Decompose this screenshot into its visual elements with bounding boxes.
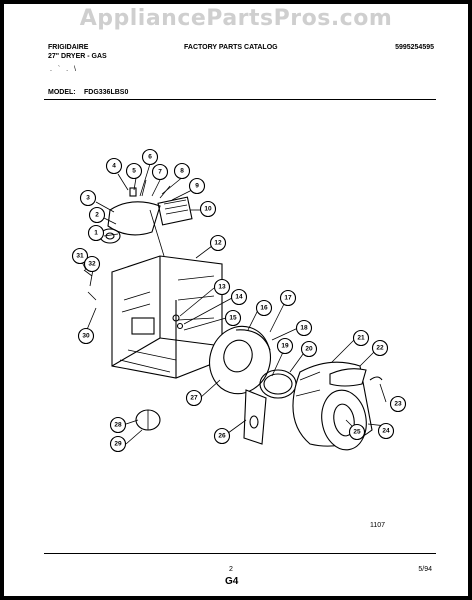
svg-text:16: 16 [260,305,268,312]
callout-14: 14 [230,288,248,306]
callout-1: 1 [87,224,105,242]
callout-7: 7 [151,163,169,181]
diagram-reference-code: 1107 [370,522,386,529]
callout-15: 15 [224,309,242,327]
callout-4: 4 [105,157,123,175]
svg-text:30: 30 [82,333,90,340]
svg-text:12: 12 [214,240,222,247]
control-bracket [99,179,193,257]
callout-24: 24 [377,422,395,440]
revision-date: 5/94 [418,566,432,573]
header-divider [44,99,436,100]
svg-text:25: 25 [353,429,361,436]
svg-text:18: 18 [300,325,308,332]
callout-6: 6 [141,148,159,166]
svg-text:22: 22 [376,345,384,352]
callout-12: 12 [209,234,227,252]
svg-text:27: 27 [190,395,198,402]
callout-20: 20 [300,340,318,358]
callout-18: 18 [295,319,313,337]
svg-text:5: 5 [132,168,136,175]
callout-17: 17 [279,289,297,307]
svg-text:2: 2 [95,212,99,219]
catalog-title: FACTORY PARTS CATALOG [184,44,278,51]
svg-text:10: 10 [204,206,212,213]
site-watermark: AppliancePartsPros.com [79,6,393,31]
scan-border-top [0,0,472,4]
svg-text:8: 8 [180,168,184,175]
model-number: FDG336LBS0 [84,89,129,96]
svg-text:4: 4 [112,163,116,170]
svg-text:23: 23 [394,401,402,408]
callout-16: 16 [255,299,273,317]
callout-32: 32 [83,255,101,273]
svg-text:19: 19 [281,343,289,350]
dryer-cabinet [111,255,223,379]
callout-26: 26 [213,427,231,445]
drum-seal [259,369,297,399]
svg-text:13: 13 [218,284,226,291]
section-code: G4 [225,576,239,587]
svg-text:32: 32 [88,261,96,268]
scan-border-right [468,0,472,600]
svg-text:26: 26 [218,433,226,440]
svg-text:24: 24 [382,428,390,435]
svg-text:6: 6 [148,154,152,161]
callout-31: 31 [71,247,89,265]
leveling-leg [135,409,161,431]
svg-text:20: 20 [305,346,313,353]
svg-text:14: 14 [235,294,243,301]
support-bracket [243,389,267,445]
svg-text:3: 3 [86,195,90,202]
callout-27: 27 [185,389,203,407]
svg-text:17: 17 [284,295,292,302]
svg-text:29: 29 [114,441,122,448]
callout-23: 23 [389,395,407,413]
footer-divider [44,553,436,554]
callout-28: 28 [109,416,127,434]
callout-10: 10 [199,200,217,218]
scan-border-left [0,0,4,600]
callout-3: 3 [79,189,97,207]
callout-22: 22 [371,339,389,357]
model-label: MODEL: [48,89,76,96]
callout-19: 19 [276,337,294,355]
svg-text:21: 21 [357,335,365,342]
callout-21: 21 [352,329,370,347]
page-number: 2 [229,566,233,573]
callout-29: 29 [109,435,127,453]
callout-25: 25 [348,423,366,441]
leader-lines [79,163,387,445]
svg-text:1: 1 [94,230,98,237]
catalog-number: 5995254595 [395,44,434,51]
svg-text:28: 28 [114,422,122,429]
svg-text:15: 15 [229,315,237,322]
callout-30: 30 [77,327,95,345]
callout-13: 13 [213,278,231,296]
scan-border-bottom [0,596,472,600]
product-description: 27" DRYER - GAS [48,53,107,60]
svg-text:31: 31 [76,253,84,260]
scan-specks: . ` . \ [50,66,78,73]
brand-name: FRIGIDAIRE [48,44,89,51]
callout-9: 9 [188,177,206,195]
callout-8: 8 [173,162,191,180]
svg-text:7: 7 [158,169,162,176]
fasteners [83,269,184,330]
callout-5: 5 [125,162,143,180]
front-bulkhead [209,325,271,395]
callout-2: 2 [88,206,106,224]
drum-baffle [329,368,383,387]
svg-text:9: 9 [195,183,199,190]
